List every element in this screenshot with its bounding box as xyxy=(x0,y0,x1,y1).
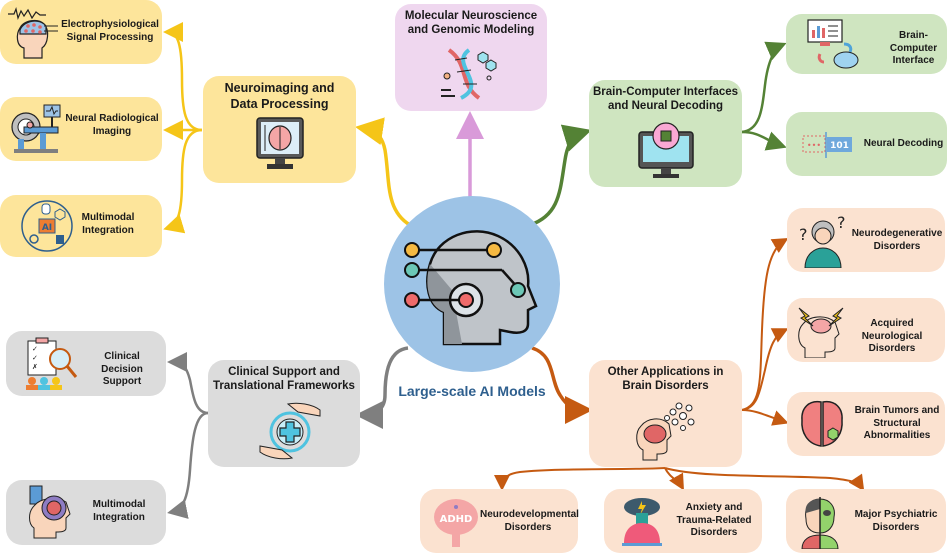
eeg-head-icon xyxy=(8,6,58,59)
molecular-title-line2: and Genomic Modeling xyxy=(407,24,535,37)
multimodal-bottom-label-line2: Integration xyxy=(93,511,145,523)
neural-decoding-label: Neural Decoding xyxy=(863,138,944,149)
svg-text:?: ? xyxy=(837,213,846,232)
arrow-center-to-brain-disorders xyxy=(531,346,593,424)
decoding-badge-text: 101 xyxy=(830,141,849,151)
brain-disorders-title-line1: Other Applications in xyxy=(607,366,724,378)
anxiety-label-line1: Anxiety and xyxy=(685,502,743,513)
node-multimodal-integration-top[interactable]: AI Multimodal Integration xyxy=(0,195,162,257)
node-anxiety-trauma-disorders[interactable]: Anxiety and Trauma-Related Disorders xyxy=(604,489,762,553)
clinical-title-line1: Clinical Support and xyxy=(228,366,340,378)
node-neuroimaging[interactable]: Neuroimaging and Data Processing xyxy=(203,76,356,183)
svg-text:✗: ✗ xyxy=(32,363,38,371)
clinical-decision-label-line2: Support xyxy=(102,376,142,387)
node-neurodevelopmental-disorders[interactable]: ADHD Neurodevelopmental Disorders xyxy=(420,489,579,553)
bci-child-label-line1: Brain-Computer xyxy=(889,30,938,54)
arrow-center-to-bci xyxy=(529,124,592,227)
node-clinical-support[interactable]: Clinical Support and Translational Frame… xyxy=(208,360,360,467)
bci-child-label-line2: Interface xyxy=(892,55,935,66)
multimodal-top-label-line2: Integration xyxy=(82,224,134,236)
brain-tumor-icon xyxy=(801,400,843,447)
node-neural-radiological-imaging[interactable]: Neural Radiological Imaging xyxy=(0,97,162,161)
brain-tumors-label-line2: Structural xyxy=(873,417,921,429)
electrophysiological-label-line1: Electrophysiological xyxy=(61,19,159,30)
neurodevelopmental-label-line2: Disorders xyxy=(504,521,552,533)
arrow-center-to-clinical xyxy=(355,346,409,429)
node-major-psychiatric-disorders[interactable]: Major Psychiatric Disorders xyxy=(786,489,946,553)
node-brain-computer-interface[interactable]: Brain-Computer Interface xyxy=(786,14,947,74)
node-other-applications-brain-disorders[interactable]: Other Applications in Brain Disorders xyxy=(589,360,742,467)
neuroimaging-title-line1: Neuroimaging and xyxy=(224,81,335,95)
neuroimaging-title-line2: Data Processing xyxy=(230,96,329,111)
electrophysiological-label-line2: Signal Processing xyxy=(66,31,154,43)
brain-tumors-label-line1: Brain Tumors and xyxy=(854,405,940,416)
neurodegenerative-label-line1: Neurodegenerative xyxy=(851,228,943,239)
clinical-decision-label-line1: Clinical Decision xyxy=(101,351,143,375)
psychiatric-label-line2: Disorders xyxy=(872,521,920,533)
neurodevelopmental-label-line1: Neurodevelopmental xyxy=(480,509,579,520)
svg-text:AI: AI xyxy=(42,223,52,233)
monitor-brain-icon xyxy=(256,117,304,169)
radiological-label-line2: Imaging xyxy=(92,125,132,137)
node-electrophysiological-signal-processing[interactable]: Electrophysiological Signal Processing xyxy=(0,0,162,64)
svg-text:?: ? xyxy=(799,225,808,244)
ai-chip-icon: AI xyxy=(21,200,73,252)
dna-icon xyxy=(441,48,497,100)
multimodal-top-label-line1: Multimodal xyxy=(81,212,135,223)
healthcare-hands-icon xyxy=(259,402,321,460)
neurodegenerative-label-line2: Disorders xyxy=(873,240,921,252)
radiological-label-line1: Neural Radiological xyxy=(65,113,159,124)
anxiety-label-line3: Disorders xyxy=(690,527,738,538)
multimodal-bottom-label-line1: Multimodal xyxy=(92,499,146,510)
clinical-title-line2: Translational Frameworks xyxy=(213,380,355,393)
node-brain-tumors[interactable]: Brain Tumors and Structural Abnormalitie… xyxy=(787,392,945,456)
psychiatric-label-line1: Major Psychiatric xyxy=(854,509,938,520)
bci-feedback-icon xyxy=(807,19,859,69)
svg-text:•••: ••• xyxy=(807,141,821,150)
node-neural-decoding[interactable]: ••• 101 Neural Decoding xyxy=(786,112,947,176)
center-label: Large-scale AI Models xyxy=(398,383,546,399)
neural-decoding-icon: ••• 101 xyxy=(802,132,852,158)
arrow-center-to-neuroimaging xyxy=(355,117,411,227)
brain-tumors-label-line3: Abnormalities xyxy=(863,430,931,441)
node-acquired-neurological-disorders[interactable]: Acquired Neurological Disorders xyxy=(787,298,945,362)
anxiety-label-line2: Trauma-Related xyxy=(676,514,752,526)
center-ai-head-icon[interactable] xyxy=(382,194,562,374)
node-molecular-neuroscience[interactable]: Molecular Neuroscience and Genomic Model… xyxy=(395,4,547,111)
clinical-decision-icon: ✓ ✓ ✗ xyxy=(26,337,78,390)
acquired-label-line2: Disorders xyxy=(868,343,916,354)
svg-text:✓: ✓ xyxy=(32,354,38,362)
monitor-brain-chip-icon xyxy=(638,122,694,178)
elderly-person-icon: ? ? xyxy=(799,213,846,268)
acquired-label-line1: Acquired Neurological xyxy=(861,318,923,342)
split-face-icon xyxy=(801,497,839,549)
anxiety-person-icon xyxy=(622,498,662,546)
head-lightning-icon xyxy=(798,307,844,358)
adhd-brain-icon: ADHD xyxy=(434,499,478,547)
adhd-text: ADHD xyxy=(440,514,473,525)
brain-disorders-title-line2: Brain Disorders xyxy=(622,380,709,393)
head-thoughts-icon xyxy=(636,402,695,461)
bci-title-line2: and Neural Decoding xyxy=(607,100,724,113)
node-bci-neural-decoding[interactable]: Brain-Computer Interfaces and Neural Dec… xyxy=(589,80,742,187)
svg-text:✓: ✓ xyxy=(32,345,38,353)
mri-scanner-icon xyxy=(11,104,61,153)
head-gear-brain-icon xyxy=(29,485,71,539)
molecular-title-line1: Molecular Neuroscience xyxy=(404,10,538,22)
node-neurodegenerative-disorders[interactable]: ? ? Neurodegenerative Disorders xyxy=(787,208,945,272)
bci-title-line1: Brain-Computer Interfaces xyxy=(592,86,739,98)
node-clinical-decision-support[interactable]: ✓ ✓ ✗ Clinical Decision Support xyxy=(6,331,166,396)
node-multimodal-integration-bottom[interactable]: Multimodal Integration xyxy=(6,480,166,545)
